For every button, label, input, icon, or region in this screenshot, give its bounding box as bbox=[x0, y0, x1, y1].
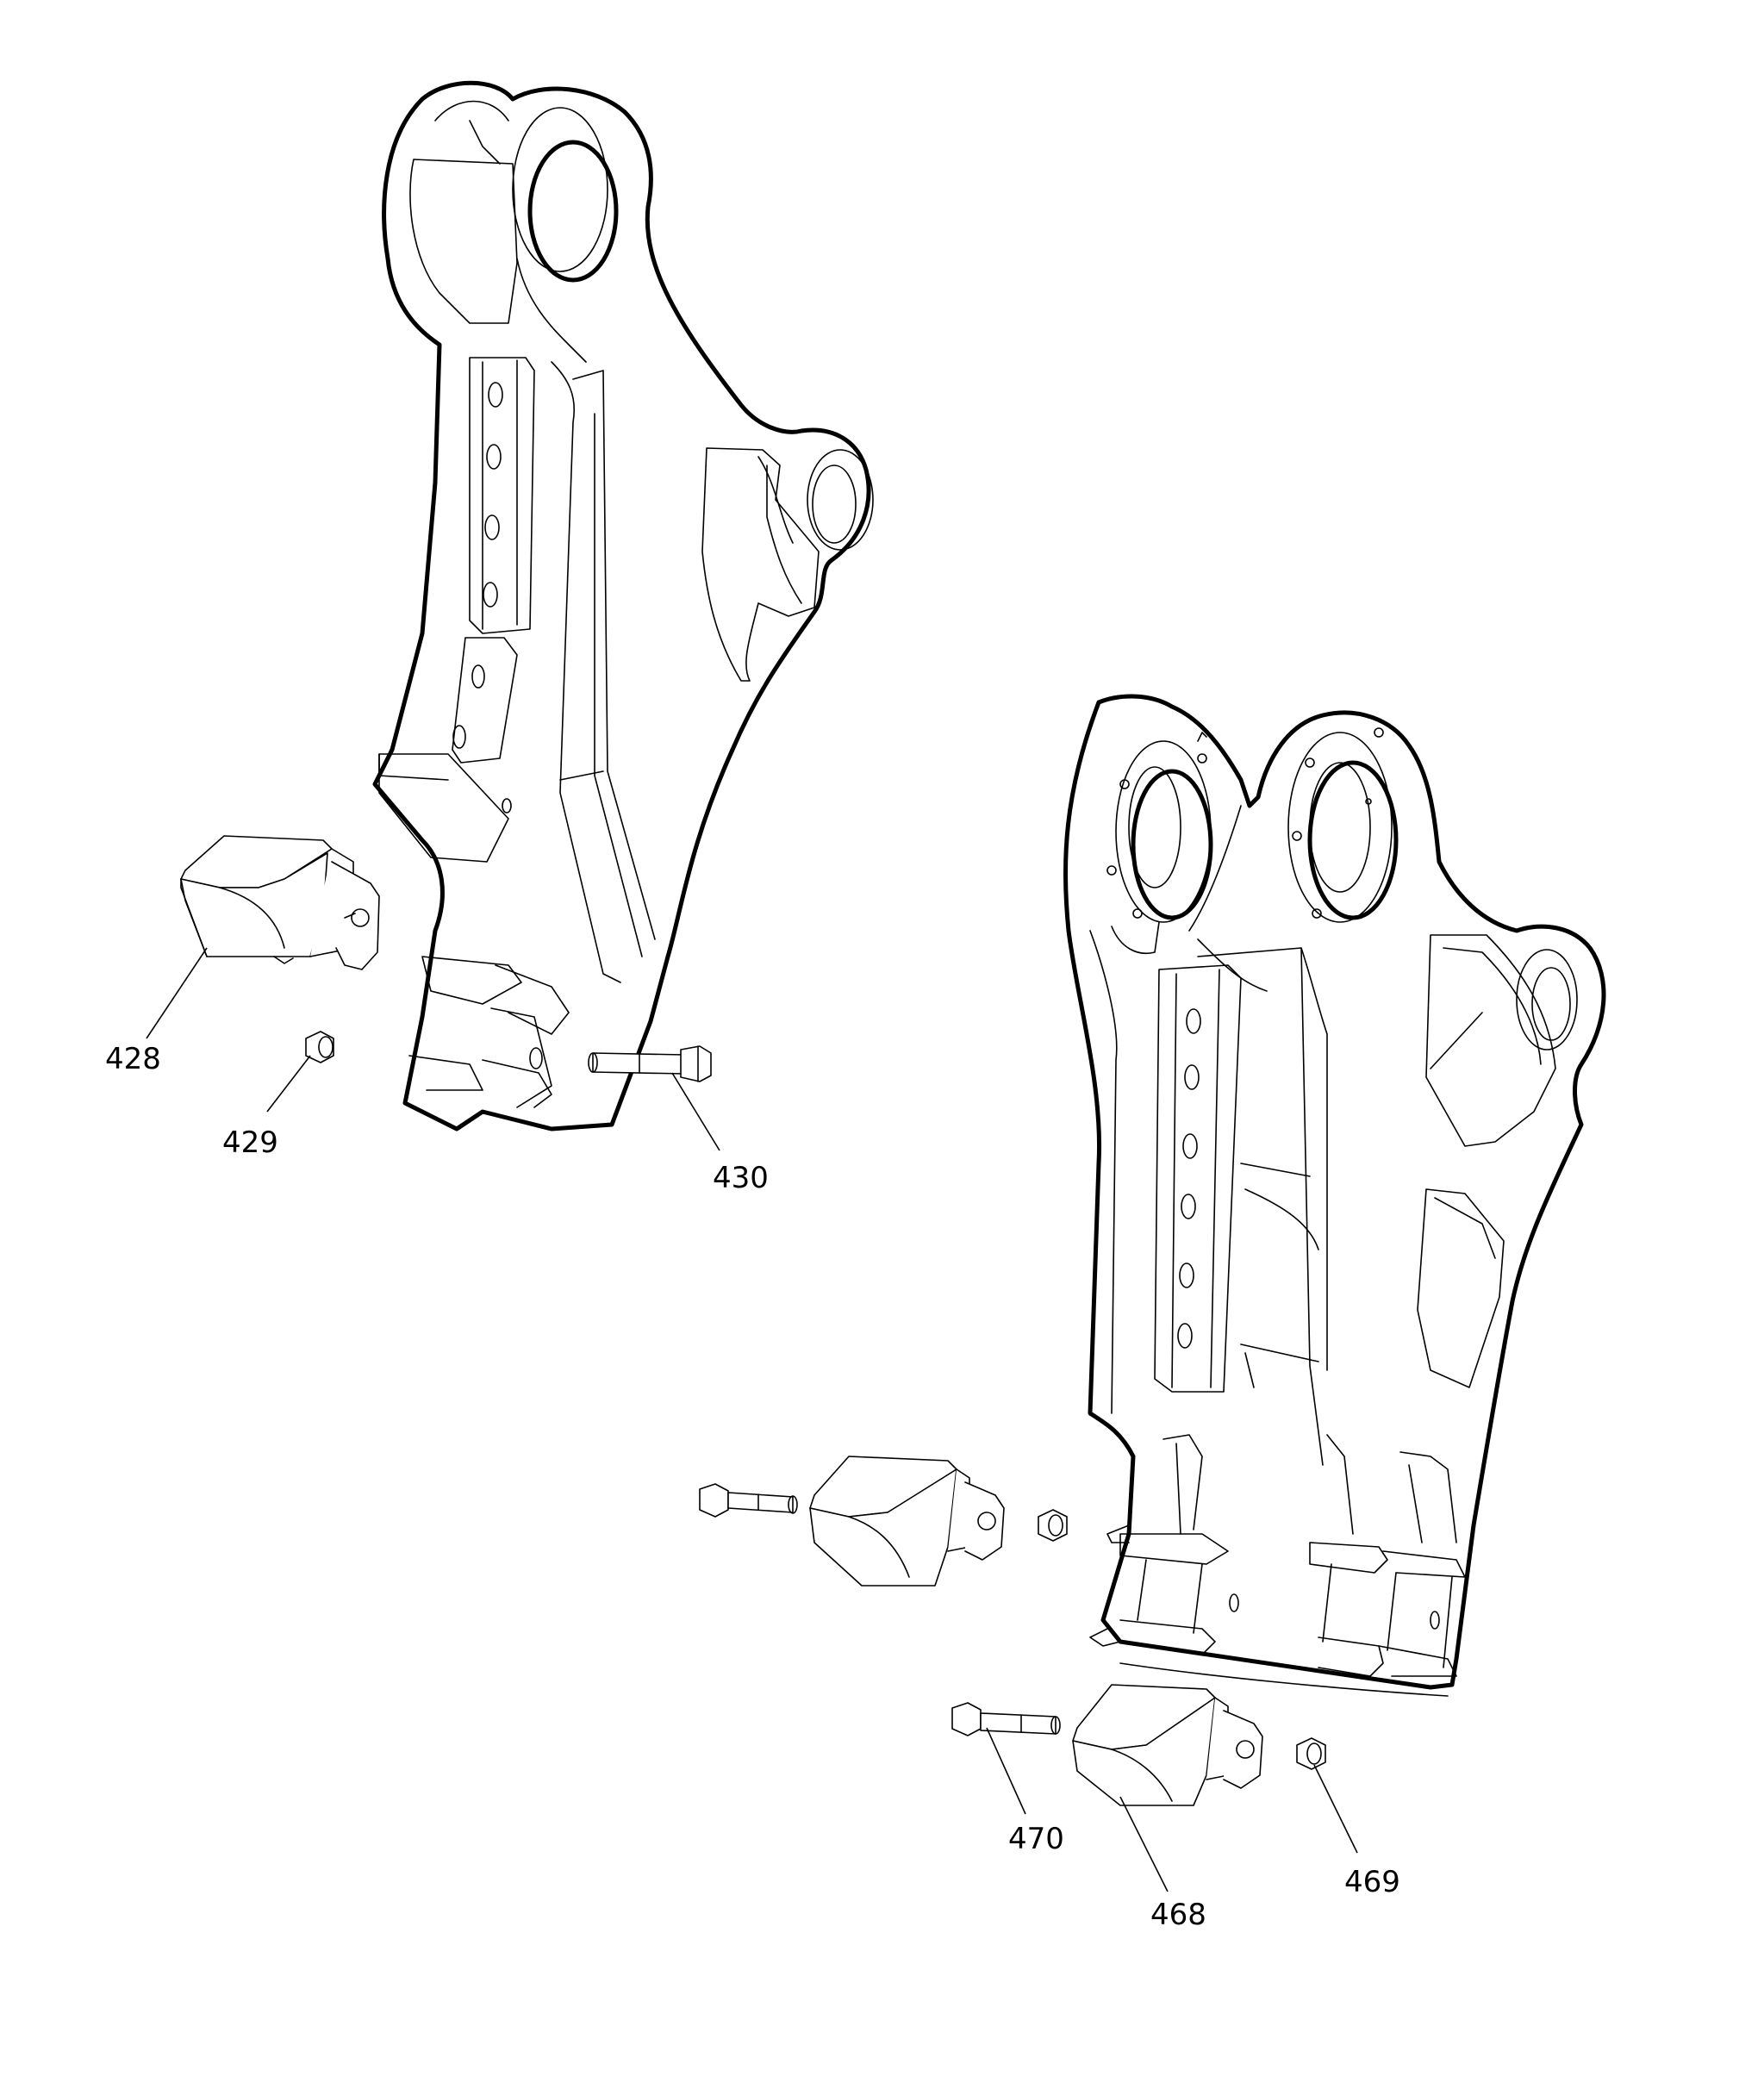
nut-middle bbox=[1038, 1509, 1068, 1542]
callout-470: 470 bbox=[1008, 1822, 1064, 1856]
callout-428: 428 bbox=[105, 1042, 161, 1076]
lower-arm-bracket bbox=[1063, 694, 1606, 1697]
callout-429: 429 bbox=[222, 1125, 278, 1160]
upper-arm-bracket bbox=[372, 80, 874, 1132]
part-468-tooth-adapter bbox=[1072, 1684, 1263, 1806]
part-429-nut bbox=[305, 1031, 334, 1063]
callout-469: 469 bbox=[1344, 1865, 1400, 1899]
callout-leaders bbox=[146, 947, 1358, 1892]
callout-430: 430 bbox=[713, 1161, 769, 1195]
part-430-bolt bbox=[588, 1045, 712, 1082]
bolt-middle bbox=[699, 1483, 798, 1518]
part-470-bolt bbox=[951, 1702, 1061, 1736]
part-469-nut bbox=[1296, 1737, 1326, 1770]
callout-468: 468 bbox=[1150, 1898, 1206, 1932]
tooth-adapter-middle bbox=[809, 1456, 1005, 1587]
part-428-tooth-adapter bbox=[180, 835, 380, 970]
